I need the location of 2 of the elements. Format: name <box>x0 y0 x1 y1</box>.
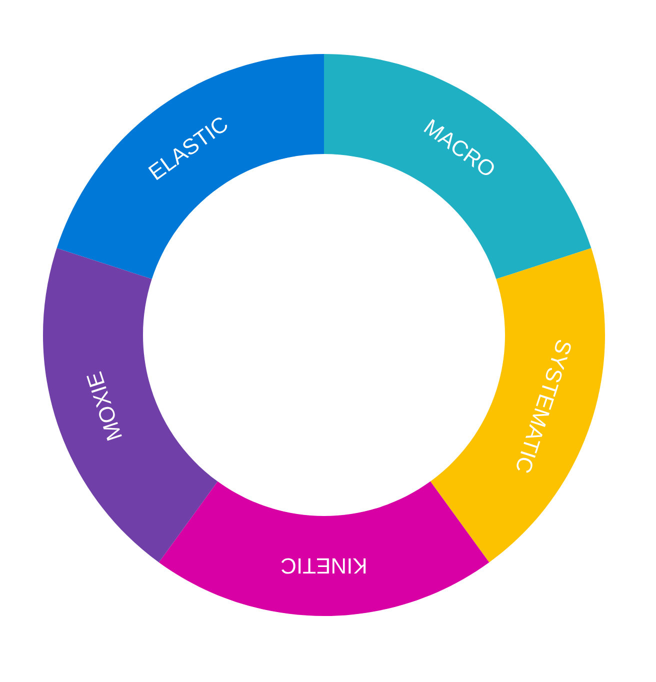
donut-segment: MOXIE <box>42 248 218 562</box>
donut-segment: KINETIC <box>158 481 490 616</box>
